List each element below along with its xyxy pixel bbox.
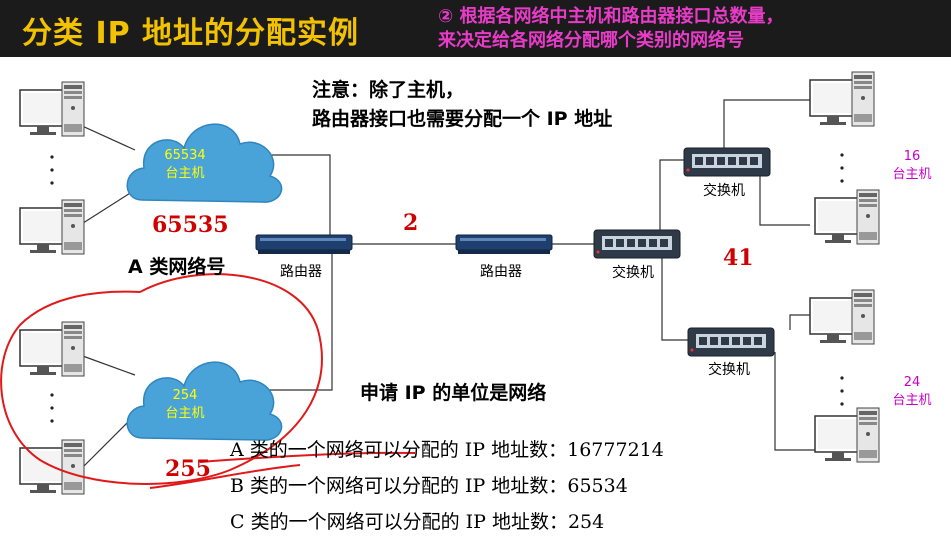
switch-center-label: 交换机 — [612, 265, 654, 281]
pc-icon — [809, 289, 875, 345]
class-c-address-count: C 类的一个网络可以分配的 IP 地址数：254 — [230, 511, 605, 533]
note-line-1: 注意：除了主机， — [312, 79, 465, 101]
bottom-right-host-count: 24 台主机 — [886, 374, 938, 410]
class-b-address-count: B 类的一个网络可以分配的 IP 地址数：65534 — [230, 475, 628, 497]
slide-subtitle: ② 根据各网络中主机和路由器接口总数量， 来决定给各网络分配哪个类别的网络号 — [438, 5, 784, 53]
router-mid-label: 路由器 — [480, 264, 522, 280]
pc-icon — [814, 407, 880, 463]
pc-icon — [809, 71, 875, 127]
bottom-right-host-unit: 台主机 — [892, 393, 932, 408]
ellipsis-dots — [50, 153, 844, 423]
switch-icon — [683, 147, 771, 177]
top-right-host-number: 16 — [903, 149, 921, 164]
subtitle-line-2: 来决定给各网络分配哪个类别的网络号 — [438, 30, 744, 51]
top-right-host-unit: 台主机 — [892, 167, 932, 182]
right-network-address-count: 41 — [723, 245, 754, 271]
router-link-address-count: 2 — [403, 210, 419, 236]
switch-bottom-right-label: 交换机 — [708, 362, 750, 378]
subtitle-line-1: ② 根据各网络中主机和路由器接口总数量， — [438, 6, 784, 27]
allocation-heading: 申请 IP 的单位是网络 — [360, 382, 547, 404]
note-text: 注意：除了主机， 路由器接口也需要分配一个 IP 地址 — [312, 76, 612, 134]
class-a-address-count: A 类的一个网络可以分配的 IP 地址数：16777214 — [230, 439, 664, 461]
pc-icon — [19, 321, 85, 377]
note-line-2: 路由器接口也需要分配一个 IP 地址 — [312, 108, 613, 130]
router-icon — [455, 234, 553, 255]
pc-icon — [814, 189, 880, 245]
pc-icon — [19, 81, 85, 137]
cloud-bottom-label: 254 台主机 — [152, 387, 218, 423]
top-right-host-count: 16 台主机 — [886, 148, 938, 184]
handwritten-underline-annotation — [149, 464, 301, 489]
handwritten-circle-annotation — [0, 273, 323, 485]
cloud-top-count: 65534 — [164, 148, 206, 163]
bottom-right-host-number: 24 — [903, 375, 921, 390]
bottom-network-address-count: 255 — [165, 456, 211, 482]
switch-icon — [593, 229, 681, 259]
address-count-list: A 类的一个网络可以分配的 IP 地址数：16777214 B 类的一个网络可以… — [230, 432, 664, 540]
class-a-network-label: A 类网络号 — [128, 256, 226, 278]
router-icon — [255, 234, 353, 255]
cloud-top-unit: 台主机 — [165, 166, 205, 181]
pc-icon — [19, 199, 85, 255]
top-network-address-count: 65535 — [152, 212, 229, 238]
switch-top-right-label: 交换机 — [703, 183, 745, 199]
title-bar: 分类 IP 地址的分配实例 ② 根据各网络中主机和路由器接口总数量， 来决定给各… — [0, 0, 951, 57]
cloud-bottom-count: 254 — [172, 388, 198, 403]
switch-icon — [687, 327, 775, 357]
slide-title: 分类 IP 地址的分配实例 — [22, 16, 360, 51]
handwritten-underline-annotation — [199, 451, 416, 463]
network-diagram — [0, 71, 880, 495]
cloud-top-label: 65534 台主机 — [152, 147, 218, 183]
router-left-label: 路由器 — [280, 264, 322, 280]
cloud-bottom-unit: 台主机 — [165, 406, 205, 421]
